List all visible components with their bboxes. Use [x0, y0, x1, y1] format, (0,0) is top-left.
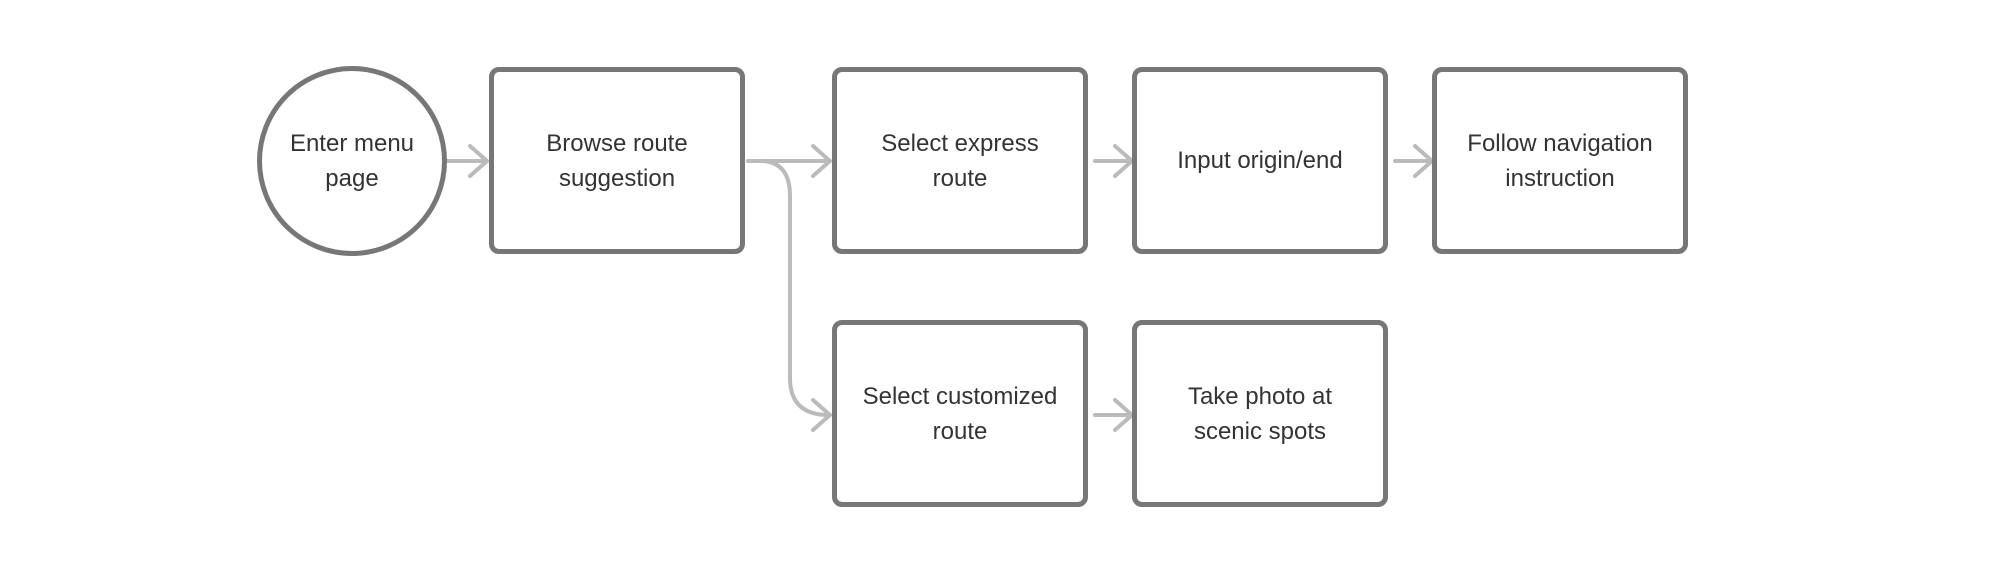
- node-label: Enter menu page: [289, 130, 415, 192]
- edge-enter-menu-to-browse-route: [444, 144, 489, 178]
- edge-select-customized-to-take-photo: [1093, 398, 1134, 432]
- node-browse-route-suggestion: Browse route suggestion: [489, 67, 745, 254]
- edge-browse-route-to-select-customized: [758, 159, 832, 432]
- arrowhead-icon: [811, 398, 832, 432]
- connector-line: [758, 159, 831, 417]
- node-label: Select customized route: [862, 382, 1058, 445]
- node-label: Browse route suggestion: [546, 129, 688, 192]
- edge-select-express-to-input-origin: [1093, 144, 1134, 178]
- node-label: Select express route: [881, 129, 1039, 192]
- edge-input-origin-to-follow-navigation: [1393, 144, 1434, 178]
- node-take-photo-at-scenic-spots: Take photo at scenic spots: [1132, 320, 1388, 507]
- arrowhead-icon: [811, 144, 832, 178]
- arrowhead-icon: [468, 144, 489, 178]
- node-label: Take photo at scenic spots: [1187, 382, 1333, 445]
- node-input-origin-end: Input origin/end: [1132, 67, 1388, 254]
- node-select-express-route: Select express route: [832, 67, 1088, 254]
- node-label: Input origin/end: [1177, 147, 1343, 174]
- node-enter-menu-page: Enter menu page: [257, 66, 447, 256]
- node-label: Follow navigation instruction: [1467, 129, 1653, 192]
- node-select-customized-route: Select customized route: [832, 320, 1088, 507]
- node-follow-navigation-instruction: Follow navigation instruction: [1432, 67, 1688, 254]
